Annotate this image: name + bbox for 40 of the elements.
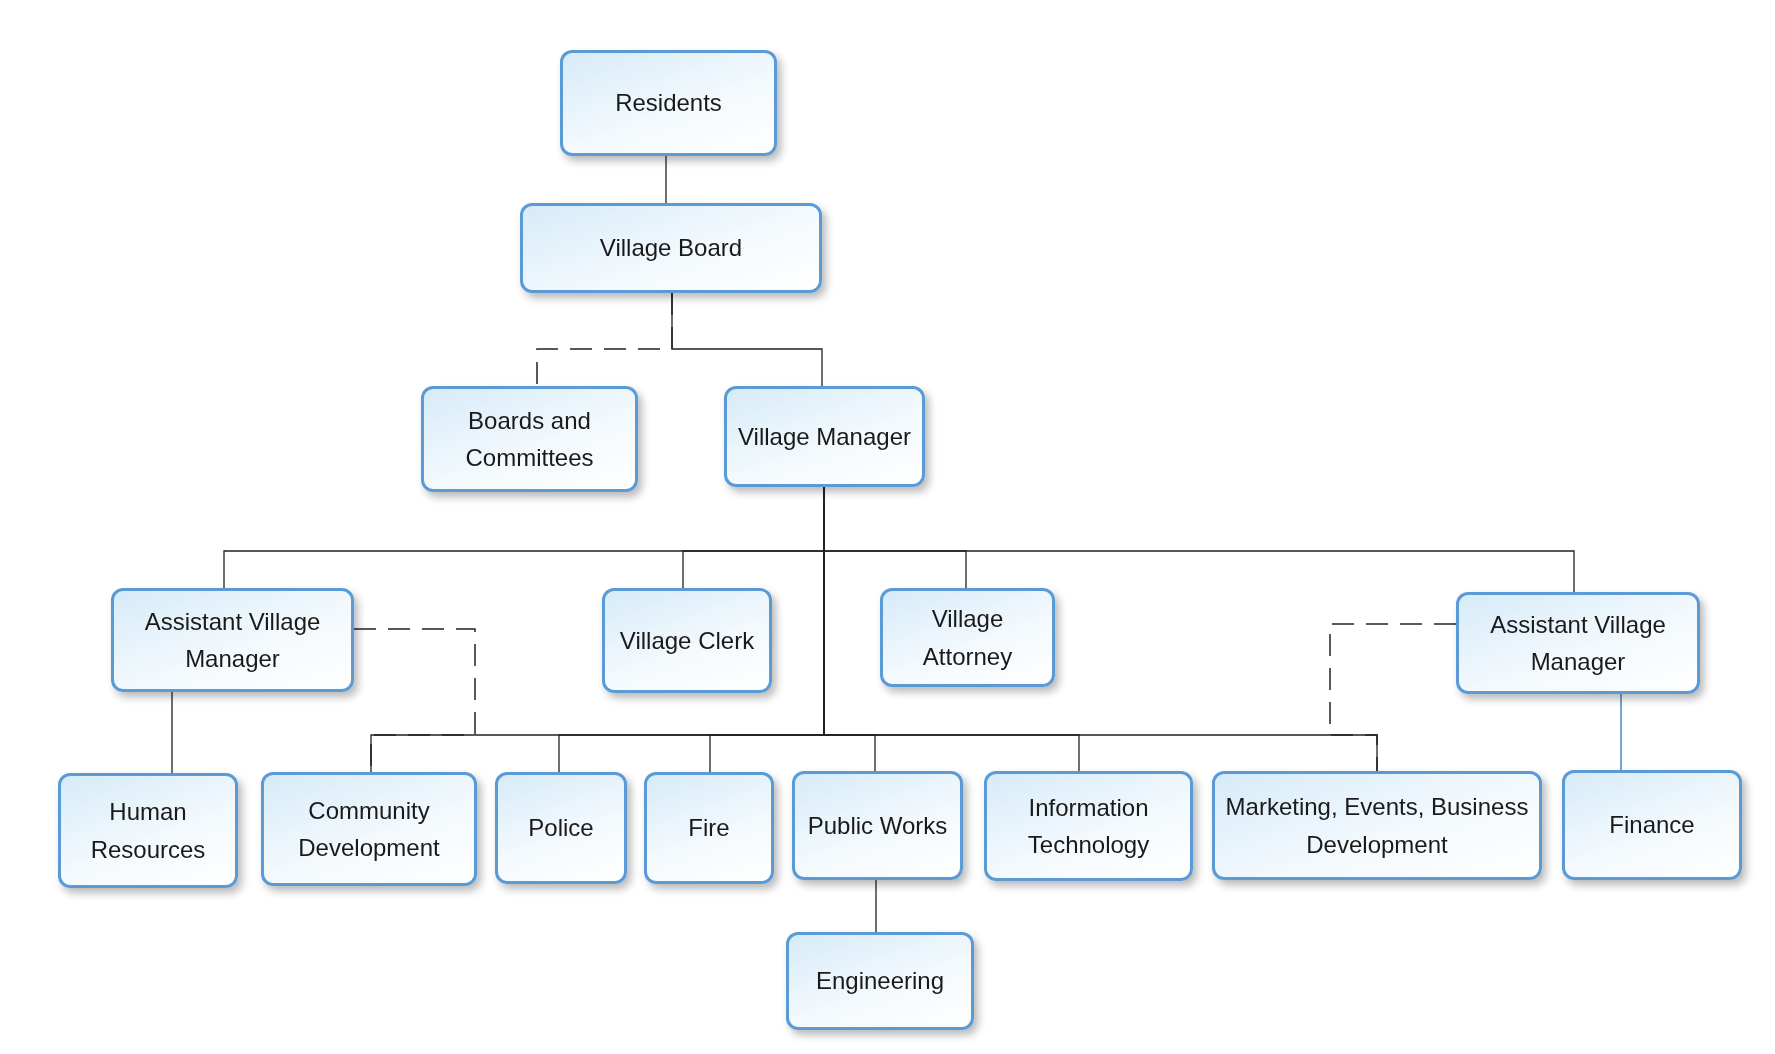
org-unit-box bbox=[1456, 592, 1700, 694]
unit-name: Community Development bbox=[297, 795, 441, 863]
org-unit-box bbox=[261, 772, 477, 886]
connector-line bbox=[875, 879, 877, 933]
unit-name: Fire bbox=[688, 813, 730, 844]
org-unit-box bbox=[111, 588, 354, 692]
org-unit-box bbox=[495, 772, 627, 884]
unit-name: Residents bbox=[615, 88, 722, 119]
unit-name: Village Clerk bbox=[619, 625, 755, 656]
unit-name: Village Attorney bbox=[921, 604, 1014, 672]
unit-name: Village Manager bbox=[738, 421, 911, 452]
org-unit-box bbox=[421, 386, 638, 492]
org-unit-box bbox=[880, 588, 1055, 687]
org-unit-box bbox=[786, 932, 974, 1030]
unit-name: Assistant Village Manager bbox=[143, 606, 322, 674]
unit-name: Police bbox=[528, 813, 594, 844]
unit-name: Marketing, Events, Business Development bbox=[1225, 792, 1529, 860]
org-unit-box bbox=[520, 203, 822, 293]
connector-line bbox=[1620, 693, 1622, 771]
connector-line bbox=[665, 155, 667, 204]
org-unit-box bbox=[644, 772, 774, 884]
unit-name: Village Board bbox=[599, 233, 743, 264]
unit-name: Information Technology bbox=[1026, 792, 1151, 860]
unit-name: Public Works bbox=[807, 810, 948, 841]
org-unit-box bbox=[724, 386, 925, 487]
unit-name: Assistant Village Manager bbox=[1489, 609, 1667, 677]
connector-line bbox=[1329, 623, 1457, 772]
org-unit-box bbox=[58, 773, 238, 888]
org-unit-box bbox=[1562, 770, 1742, 880]
org-unit-box bbox=[1212, 771, 1542, 880]
org-unit-box bbox=[560, 50, 777, 156]
unit-name: Engineering bbox=[815, 966, 945, 997]
unit-name: Boards and Committees bbox=[464, 405, 595, 473]
connector-line bbox=[671, 292, 823, 387]
unit-name: Finance bbox=[1609, 810, 1695, 841]
connector-line bbox=[171, 691, 173, 774]
org-unit-box bbox=[792, 771, 963, 880]
org-unit-box bbox=[602, 588, 772, 693]
unit-name: Human Resources bbox=[89, 797, 207, 865]
org-unit-box bbox=[984, 771, 1193, 881]
